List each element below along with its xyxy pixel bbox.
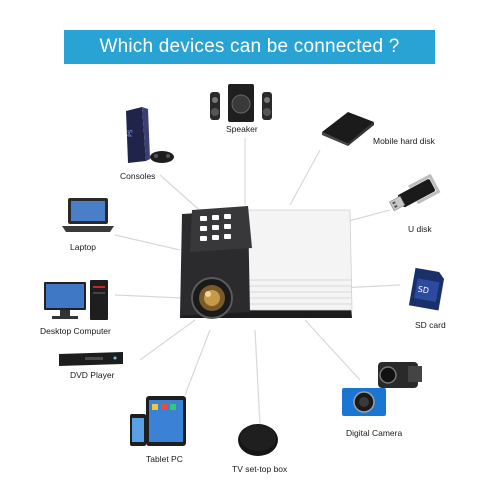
u-disk-label: U disk [408, 224, 432, 234]
projector-icon [180, 206, 353, 319]
laptop-icon [62, 198, 114, 232]
line-laptop [114, 234, 181, 251]
digital-camera-label: Digital Camera [346, 428, 403, 438]
line-camera [304, 319, 361, 381]
tablet-pc-icon [130, 396, 186, 446]
svg-text:SD: SD [417, 285, 430, 296]
line-tablet [184, 329, 211, 396]
speaker-icon [210, 84, 272, 122]
tablet-pc-label: Tablet PC [146, 454, 183, 464]
sd-card-label: SD card [415, 320, 446, 330]
tv-set-top-box-icon [238, 424, 278, 456]
heading-text: Which devices can be connected ? [99, 36, 400, 57]
line-desktop [114, 294, 183, 299]
heading-banner [64, 30, 435, 64]
sd-card-icon: SD [408, 267, 445, 311]
speaker-label: Speaker [226, 124, 258, 134]
line-dvd [139, 319, 196, 361]
dvd-player-label: DVD Player [70, 370, 115, 380]
u-disk-icon [389, 173, 441, 212]
line-tv-box [254, 329, 261, 426]
tv-set-top-box-label: TV set-top box [232, 464, 288, 474]
line-mobile-hard-disk [289, 149, 321, 206]
consoles-icon: PS [126, 107, 174, 163]
line-consoles [159, 174, 206, 216]
mobile-hard-disk-icon [322, 112, 374, 146]
digital-camera-icon [342, 362, 422, 416]
desktop-computer-label: Desktop Computer [40, 326, 111, 336]
consoles-label: Consoles [120, 171, 156, 181]
line-u-disk [344, 209, 391, 223]
mobile-hard-disk-label: Mobile hard disk [373, 136, 435, 146]
laptop-label: Laptop [70, 242, 96, 252]
svg-text:PS: PS [127, 129, 134, 137]
desktop-computer-icon [44, 280, 108, 320]
dvd-player-icon [59, 352, 123, 366]
